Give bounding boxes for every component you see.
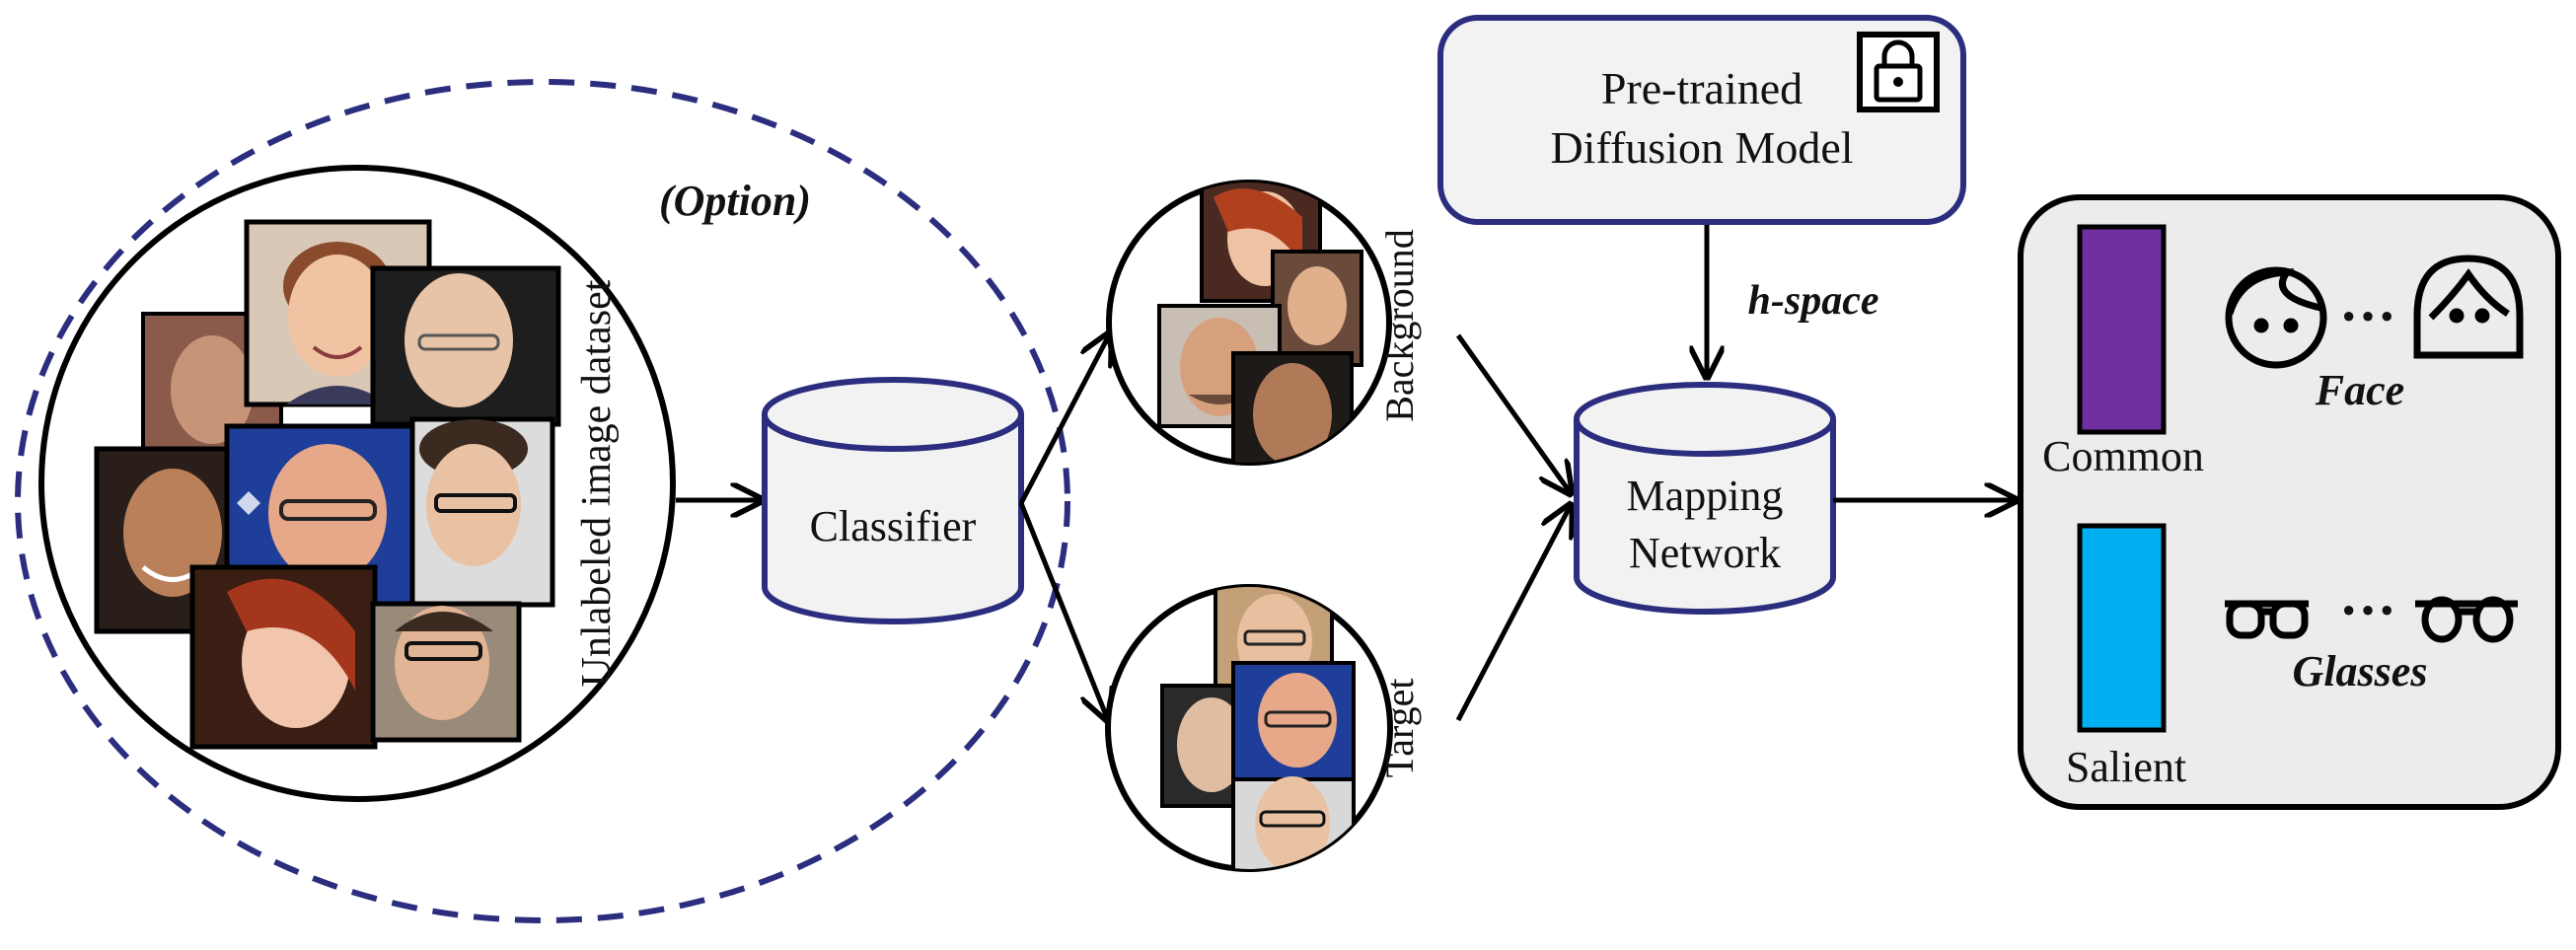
lock-icon	[1857, 32, 1940, 112]
salient-bar	[2077, 523, 2167, 733]
arrow-target-to-mapping	[1455, 505, 1571, 722]
salient-label: Salient	[2066, 743, 2186, 791]
background-label: Background	[1377, 229, 1422, 422]
arrow-background-to-mapping	[1455, 333, 1571, 493]
glasses-icon	[2415, 596, 2518, 643]
pretrained-model-line1: Pre-trained	[1601, 63, 1803, 113]
option-dashed-ellipse	[15, 79, 1070, 923]
common-label: Common	[2042, 432, 2204, 480]
pretrained-model-box	[1437, 15, 1966, 225]
target-label: Target	[1377, 679, 1422, 778]
face-icon	[2225, 266, 2327, 369]
arrow-classifier-to-target	[1018, 502, 1108, 720]
pretrained-model-line2: Diffusion Model	[1550, 122, 1853, 173]
face-photo	[1231, 661, 1356, 781]
glasses-ellipsis: ···	[2339, 578, 2396, 642]
classifier-label: Classifier	[810, 502, 977, 550]
glasses-label: Glasses	[2293, 647, 2428, 695]
face-photo	[370, 265, 561, 427]
glasses-icon	[2225, 600, 2309, 639]
target-photo-collage	[1160, 587, 1356, 869]
common-bar	[2077, 224, 2167, 435]
dataset-label: Unlabeled image dataset	[574, 279, 620, 687]
arrow-classifier-to-background	[1018, 333, 1110, 505]
mapping-network-cylinder	[1574, 382, 1836, 615]
face-ellipsis: ···	[2339, 284, 2396, 348]
classifier-cylinder	[762, 377, 1024, 624]
hspace-label: h-space	[1748, 278, 1879, 324]
face-photo	[1231, 351, 1354, 463]
face-photo	[189, 564, 378, 750]
face-label: Face	[2315, 366, 2404, 414]
face-photo	[370, 601, 522, 743]
face-photo	[409, 416, 555, 608]
option-label: (Option)	[659, 177, 811, 225]
mapping-network-line2: Network	[1629, 529, 1781, 577]
face-photo	[1271, 250, 1363, 367]
dataset-photo-collage	[94, 219, 561, 750]
background-photo-collage	[1157, 183, 1363, 463]
mapping-network-line1: Mapping	[1627, 472, 1784, 520]
female-face-icon	[2413, 255, 2524, 359]
